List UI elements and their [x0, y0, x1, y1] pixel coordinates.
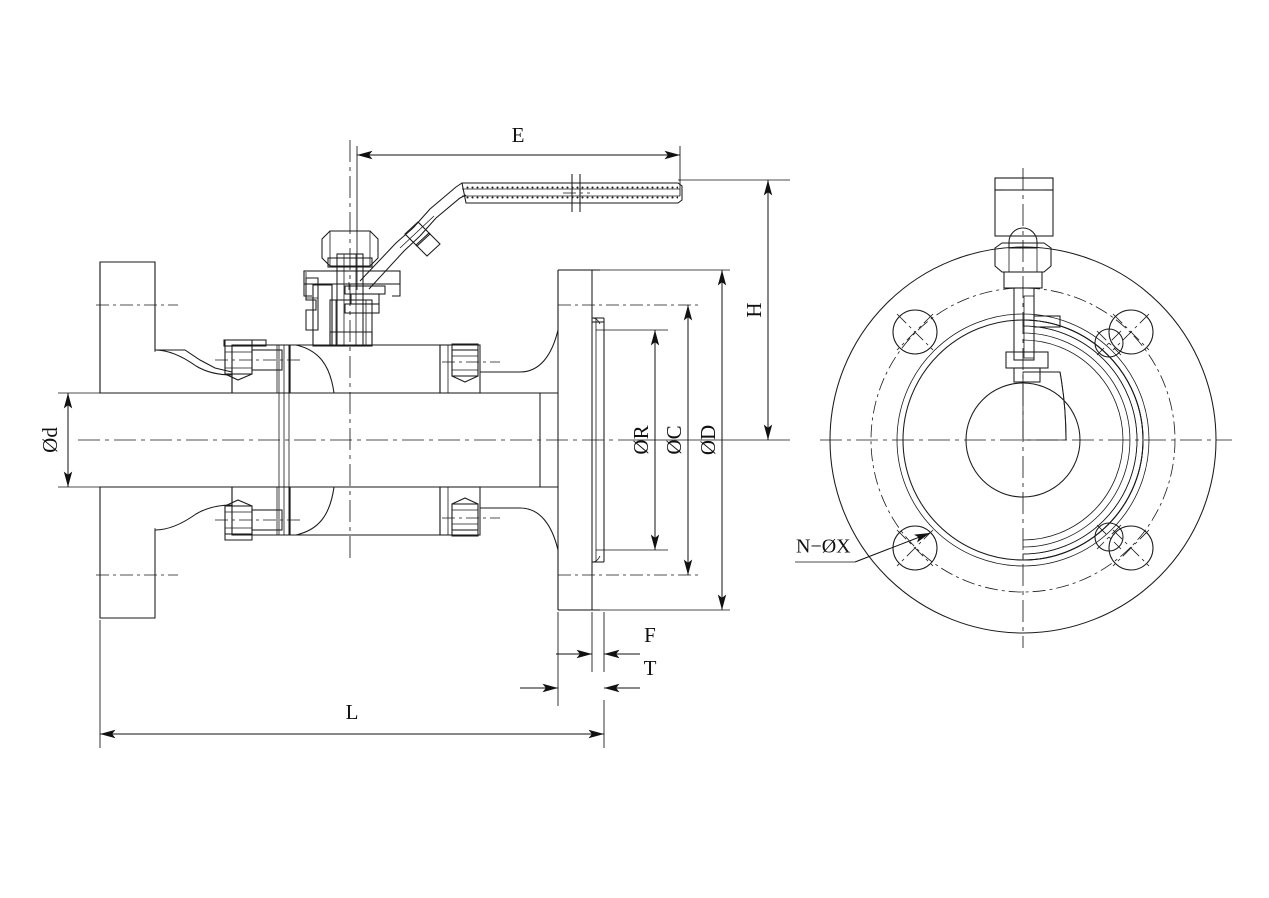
end-view: N−ØX [795, 168, 1232, 648]
dimension-OD: ØD [558, 269, 730, 611]
dimension-F: F [556, 612, 656, 672]
dimension-N-OX: N−ØX [795, 532, 931, 563]
dimension-L: L [99, 620, 605, 748]
body-joint-bolt-lower [215, 499, 300, 541]
dimension-label-F: F [644, 623, 656, 647]
dimension-label-N-OX: N−ØX [796, 536, 851, 558]
dimension-E: E [356, 123, 681, 290]
dimension-label-T: T [644, 656, 657, 680]
bolt-hole-bottom-right [1108, 525, 1154, 571]
body-joint-bolt-right-upper [442, 343, 500, 383]
bolt-holes [892, 309, 1154, 571]
dimension-OC: ØC [558, 304, 700, 576]
handle-pivot-bolt [399, 215, 441, 257]
dimension-label-OC: ØC [662, 425, 686, 454]
bolt-hole-top-left [892, 309, 938, 355]
dimension-H: H [640, 179, 790, 441]
dimension-label-E: E [512, 123, 525, 147]
dimension-Od: Ød [38, 392, 100, 488]
bolt-hole-top-right [1108, 309, 1154, 355]
body-joint-bolt-right-lower [442, 497, 500, 537]
end-view-stem-assembly [994, 177, 1067, 441]
dimension-label-L: L [346, 700, 359, 724]
body-joint-bolt-upper [215, 339, 300, 381]
dimension-label-H: H [742, 302, 766, 317]
bolt-section-bottom [1094, 522, 1124, 552]
dimension-T: T [520, 612, 657, 706]
dimension-label-OD: ØD [696, 425, 720, 455]
sectional-side-view: E H ØD ØC ØR [38, 123, 790, 748]
bolt-section-top [1094, 328, 1124, 358]
dimension-OR: ØR [596, 329, 668, 551]
dimension-label-OR: ØR [629, 425, 653, 454]
dimension-label-Od: Ød [38, 427, 62, 453]
handle-lever [359, 174, 683, 290]
